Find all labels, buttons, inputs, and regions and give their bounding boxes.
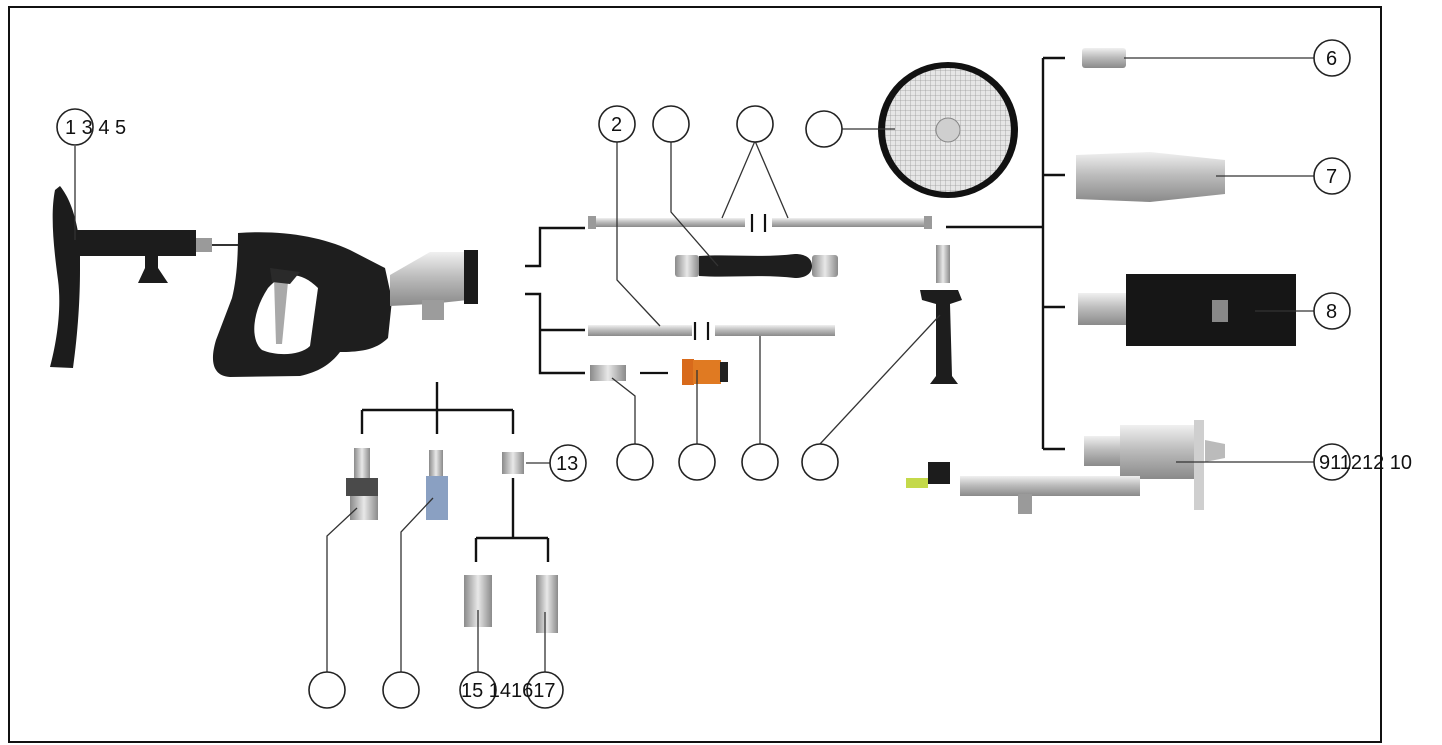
callout-lances xyxy=(736,105,774,143)
callout-part-6: 6 xyxy=(1313,39,1351,77)
spray-gun-illustration xyxy=(50,186,478,377)
bracket-attachments xyxy=(1041,56,1065,451)
callout-handle xyxy=(801,443,839,481)
callout-part-9: 911212 10 xyxy=(1313,443,1412,481)
callout-rod-upper: 2 xyxy=(598,105,636,143)
callout-part-9-label: 911212 10 xyxy=(1319,452,1412,474)
callout-part-8-label: 8 xyxy=(1326,301,1337,323)
attachments-illustration xyxy=(906,48,1296,514)
callout-hose xyxy=(652,105,690,143)
callout-fittings: 15 141617 xyxy=(459,671,564,709)
callout-gun: 1 3 4 5 xyxy=(56,108,126,146)
lance-rods-illustration xyxy=(588,214,1043,385)
diagram-frame xyxy=(8,6,1382,743)
bracket-nozzles xyxy=(360,382,515,434)
callout-part-13: 13 xyxy=(549,444,587,482)
callout-fittings-label: 15 141617 xyxy=(461,680,556,702)
callout-rod-lower xyxy=(741,443,779,481)
handle-illustration xyxy=(920,245,962,384)
callout-part-8: 8 xyxy=(1313,292,1351,330)
filter-disc-illustration xyxy=(878,62,1018,198)
callout-swivel xyxy=(616,443,654,481)
callout-nozzle-a xyxy=(308,671,346,709)
bracket-gun-to-rods xyxy=(525,226,585,375)
leader-lines xyxy=(74,57,1314,672)
callout-filter xyxy=(805,110,843,148)
callout-orange-nut xyxy=(678,443,716,481)
callout-part-6-label: 6 xyxy=(1326,48,1337,70)
nozzles-illustration xyxy=(346,448,558,633)
callout-nozzle-b xyxy=(382,671,420,709)
callout-gun-label: 1 3 4 5 xyxy=(65,117,126,139)
callout-part-7: 7 xyxy=(1313,157,1351,195)
callout-part-7-label: 7 xyxy=(1326,166,1337,188)
bracket-fittings xyxy=(474,478,550,562)
callout-part-13-label: 13 xyxy=(556,453,578,475)
callout-rod-upper-label: 2 xyxy=(611,114,622,136)
